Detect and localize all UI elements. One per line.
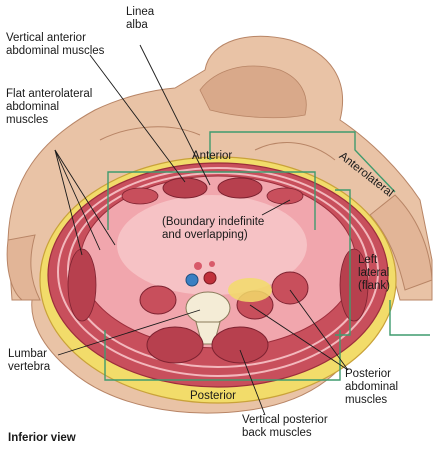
posterior-region-bracket xyxy=(104,330,341,381)
label-linea-alba: Linea alba xyxy=(126,6,155,31)
flank-region-bracket xyxy=(389,300,430,336)
label-anterior: Anterior xyxy=(192,150,233,162)
label-boundary-indefinite: (Boundary indefinite and overlapping) xyxy=(162,216,265,241)
anterior-region-bracket xyxy=(107,171,316,230)
label-vertical-anterior-abdominal-muscles: Vertical anterior abdominal muscles xyxy=(6,32,105,57)
left-lateral-region-bracket xyxy=(335,189,351,336)
leader-vertical-posterior xyxy=(239,349,266,416)
leader-flat-anterolateral-2 xyxy=(54,149,101,251)
leader-boundary xyxy=(261,199,291,216)
leader-linea-alba xyxy=(139,44,211,186)
label-vertical-posterior-back-muscles: Vertical posterior back muscles xyxy=(242,414,328,439)
label-inferior-view: Inferior view xyxy=(8,432,76,444)
leader-flat-anterolateral-3 xyxy=(54,149,116,246)
leader-lines xyxy=(54,44,349,416)
region-boundaries xyxy=(104,131,430,381)
label-flat-anterolateral-abdominal-muscles: Flat anterolateral abdominal muscles xyxy=(6,88,93,126)
leader-posterior-abdominal-1 xyxy=(249,304,349,371)
leader-posterior-abdominal-2 xyxy=(289,289,349,371)
leader-vertical-anterior xyxy=(89,54,186,183)
label-left-lateral-flank: Left lateral (flank) xyxy=(358,254,390,292)
label-posterior: Posterior xyxy=(190,390,237,402)
leader-flat-anterolateral-1 xyxy=(54,149,83,256)
anterolateral-region-bracket xyxy=(209,131,396,193)
abdomen-cross-section xyxy=(39,156,397,404)
leader-lumbar-vertebra xyxy=(57,309,201,356)
label-posterior-abdominal-muscles: Posterior abdominal muscles xyxy=(345,368,399,406)
label-lumbar-vertebra: Lumbar vertebra xyxy=(8,348,51,373)
